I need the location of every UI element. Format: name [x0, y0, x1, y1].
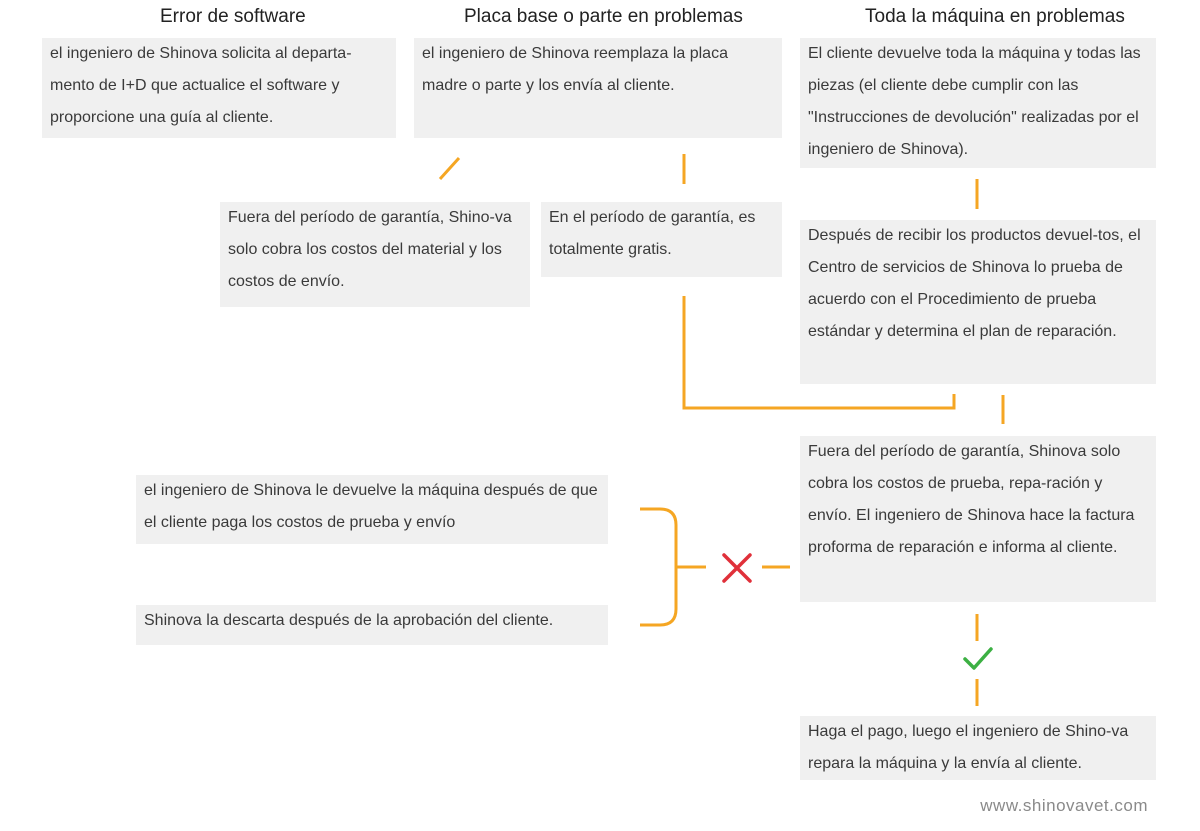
connector-bracket: [640, 507, 678, 627]
box-discard: Shinova la descarta después de la aproba…: [136, 605, 608, 645]
heading-machine-problem: Toda la máquina en problemas: [865, 6, 1125, 27]
box-board-action: el ingeniero de Shinova reemplaza la pla…: [414, 38, 782, 138]
connector-warranty-elbow: [682, 296, 956, 410]
box-out-of-warranty-material: Fuera del período de garantía, Shino-va …: [220, 202, 530, 307]
box-software-action: el ingeniero de Shinova solicita al depa…: [42, 38, 396, 138]
heading-board-problem: Placa base o parte en problemas: [464, 6, 743, 27]
box-in-warranty-free: En el período de garantía, es totalmente…: [541, 202, 782, 277]
connector-software-diagonal: [438, 156, 461, 181]
box-pay-and-repair: Haga el pago, luego el ingeniero de Shin…: [800, 716, 1156, 780]
website-footer: www.shinovavet.com: [980, 796, 1148, 815]
box-out-of-warranty-repair: Fuera del período de garantía, Shinova s…: [800, 436, 1156, 602]
heading-software-error: Error de software: [160, 6, 306, 27]
box-return-after-payment: el ingeniero de Shinova le devuelve la m…: [136, 475, 608, 544]
box-machine-action: El cliente devuelve toda la máquina y to…: [800, 38, 1156, 168]
checkmark-icon: [963, 647, 993, 670]
box-service-center-test: Después de recibir los productos devuel-…: [800, 220, 1156, 384]
cross-icon: [722, 553, 752, 583]
